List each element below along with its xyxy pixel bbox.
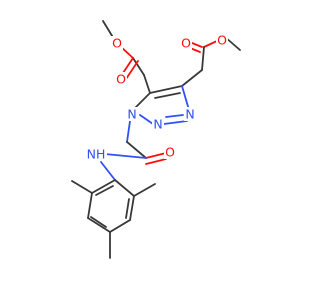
bond-ester-to-c4 xyxy=(181,69,203,87)
bond-ar-inner-c xyxy=(95,185,114,196)
bond-methyl-ortho-right xyxy=(133,183,156,197)
bond-ar-5-6 xyxy=(87,192,93,219)
bond-ar-3-4 xyxy=(109,219,131,233)
bond-ch2-c-amide xyxy=(126,141,147,159)
bond-carbonyl-double-right-a xyxy=(191,42,203,48)
bond-n1-ch2 xyxy=(126,120,131,143)
bond-carbonyl-c-right xyxy=(201,46,205,71)
bond-ar-6-1 xyxy=(91,179,116,194)
atom-o-amide: O xyxy=(165,145,175,160)
bond-n-aryl xyxy=(100,161,116,181)
bond-ar-2-3 xyxy=(129,195,135,221)
atom-o-methyl-right: O xyxy=(217,33,227,48)
bond-amide-c-n xyxy=(104,153,147,159)
atom-labels: O O O O N N N O NH xyxy=(85,33,228,162)
bond-ar-inner-b xyxy=(90,216,107,228)
atom-o-carbonyl-left: O xyxy=(116,72,126,87)
bond-carbonyl-c-left xyxy=(132,57,145,76)
atom-n2: N xyxy=(153,117,162,132)
bond-carbonyl-double-left-b xyxy=(125,60,139,80)
bond-amide-c-o-a xyxy=(145,152,167,159)
atom-n3: N xyxy=(185,107,194,122)
atom-o-methyl-left: O xyxy=(112,36,122,51)
canvas-background xyxy=(0,0,300,300)
bond-n3-n2-double xyxy=(165,114,184,118)
molecule-structure: O O O O N N N O NH xyxy=(0,0,300,300)
atom-o-carbonyl-right: O xyxy=(181,36,191,51)
bond-n2-n1 xyxy=(139,114,154,125)
bond-c5-c4 xyxy=(149,85,183,94)
bonds xyxy=(71,20,241,259)
bond-amide-c-o-b xyxy=(145,158,167,165)
bond-ester-to-c5 xyxy=(143,74,151,94)
atom-nh-amide: NH xyxy=(87,147,106,162)
bond-c4-n3 xyxy=(181,85,190,111)
bond-ar-4-5 xyxy=(87,217,111,233)
bond-n3-n2 xyxy=(163,120,188,125)
bond-ar-1-2 xyxy=(114,179,135,197)
bond-ar-inner-a xyxy=(125,198,130,219)
bond-ester-o-right xyxy=(203,40,218,48)
bond-c5-c4-double xyxy=(154,92,181,99)
bond-n1-c5 xyxy=(134,92,151,109)
atom-n1: N xyxy=(127,107,136,122)
bond-methyl-ortho-left xyxy=(71,180,93,194)
